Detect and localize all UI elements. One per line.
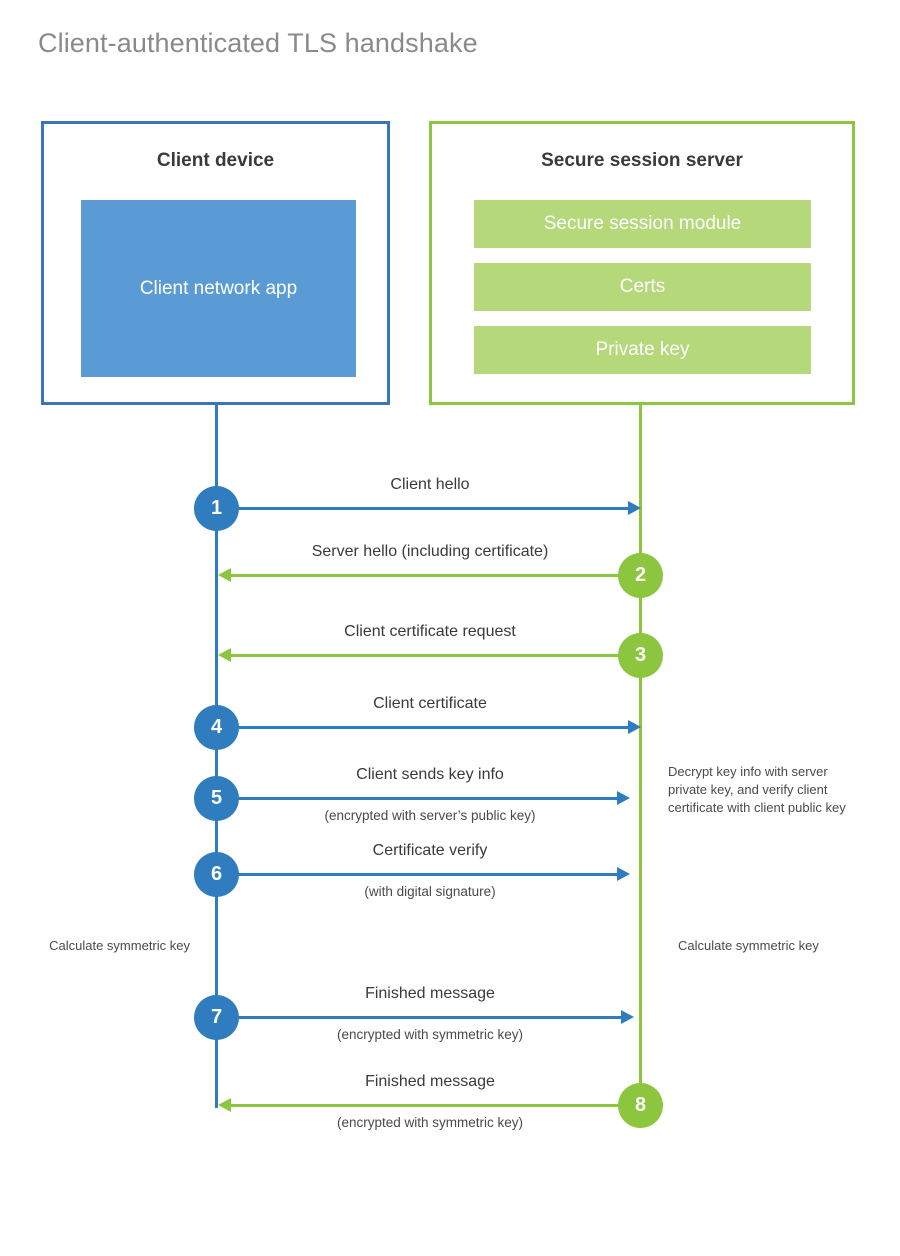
arrow-line-4 (217, 726, 628, 729)
arrow-head-7 (621, 1010, 634, 1024)
arrow-head-6 (617, 867, 630, 881)
secure-session-module-block: Secure session module (474, 200, 811, 248)
arrow-line-6 (217, 873, 617, 876)
message-sublabel-7: (encrypted with symmetric key) (336, 1027, 524, 1042)
secure-session-server-box: Secure session server Secure session mod… (429, 121, 855, 405)
page-title: Client-authenticated TLS handshake (38, 28, 478, 58)
arrow-head-2 (218, 568, 231, 582)
server-calculate-symmetric-key-note: Calculate symmetric key (678, 938, 819, 953)
message-label-4: Client certificate (373, 695, 487, 712)
arrow-head-8 (218, 1098, 231, 1112)
client-lifeline (215, 405, 218, 1108)
step-circle-7: 7 (194, 995, 239, 1040)
arrow-line-7 (217, 1016, 621, 1019)
message-label-3: Client certificate request (344, 623, 516, 640)
message-label-5: Client sends key info (356, 766, 504, 783)
client-calculate-symmetric-key-note: Calculate symmetric key (49, 938, 190, 953)
server-lifeline (639, 405, 642, 1107)
message-sublabel-6: (with digital signature) (364, 884, 496, 899)
message-label-7: Finished message (365, 985, 495, 1002)
message-label-8: Finished message (365, 1073, 495, 1090)
message-label-2: Server hello (including certificate) (311, 543, 549, 560)
client-device-title: Client device (156, 150, 275, 171)
client-device-box: Client device Client network app (41, 121, 390, 405)
private-key-block: Private key (474, 326, 811, 374)
message-sublabel-8: (encrypted with symmetric key) (336, 1115, 524, 1130)
message-label-6: Certificate verify (372, 842, 488, 859)
arrow-head-5 (617, 791, 630, 805)
step-circle-8: 8 (618, 1083, 663, 1128)
message-label-1: Client hello (390, 476, 470, 493)
arrow-head-4 (628, 720, 641, 734)
server-decrypt-note: Decrypt key info with server private key… (668, 764, 846, 815)
step-circle-1: 1 (194, 486, 239, 531)
arrow-line-8 (231, 1104, 641, 1107)
arrow-head-1 (628, 501, 641, 515)
step-circle-3: 3 (618, 633, 663, 678)
client-network-app-block: Client network app (81, 200, 356, 377)
secure-session-server-title: Secure session server (541, 150, 743, 171)
arrow-line-1 (217, 507, 628, 510)
arrow-line-5 (217, 797, 617, 800)
step-circle-5: 5 (194, 776, 239, 821)
step-circle-2: 2 (618, 553, 663, 598)
arrow-line-2 (231, 574, 641, 577)
step-circle-6: 6 (194, 852, 239, 897)
certs-block: Certs (474, 263, 811, 311)
arrow-head-3 (218, 648, 231, 662)
step-circle-4: 4 (194, 705, 239, 750)
arrow-line-3 (231, 654, 641, 657)
message-sublabel-5: (encrypted with server’s public key) (324, 808, 536, 823)
